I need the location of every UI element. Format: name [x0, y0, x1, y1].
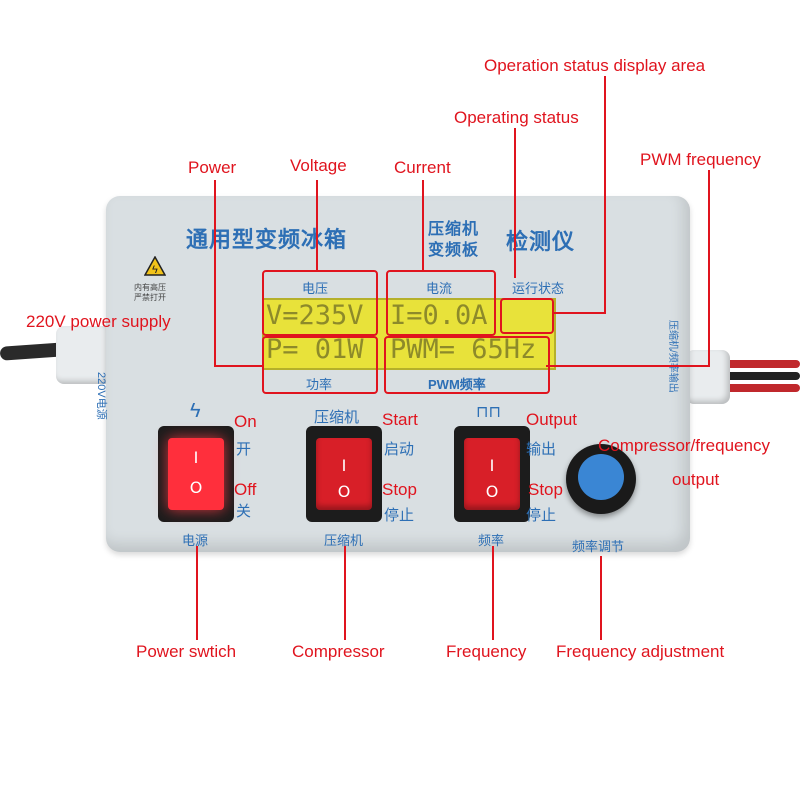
label-power-switch: Power swtich [136, 642, 237, 661]
lcd-footer-pwm: PWM频率 [428, 377, 486, 392]
label-output: Output [526, 410, 578, 429]
status-box [500, 298, 554, 334]
knob-cap [578, 454, 624, 500]
label-frequency: Frequency [446, 642, 527, 661]
compressor-top-cn: 压缩机 [314, 409, 360, 426]
frequency-off-mark: O [485, 482, 499, 501]
lcd-power-reading: P= 01W [266, 334, 364, 365]
lcd-voltage-reading: V=235V [266, 300, 364, 331]
compressor-on-mark: I [341, 456, 347, 475]
current-box [386, 270, 496, 336]
pwm-box [384, 336, 550, 394]
label-220v-supply: 220V power supply [26, 312, 171, 331]
frequency-switch[interactable]: I O [464, 438, 520, 510]
power-caption-cn: 电源 [182, 533, 209, 548]
warning-text-line1: 内有高压 [134, 283, 166, 292]
label-on: On [234, 412, 257, 431]
frequency-caption-cn: 频率 [478, 533, 505, 548]
compressor-start-cn: 启动 [384, 441, 415, 458]
leader-power-switch [196, 546, 198, 640]
side-text-output: 压缩机/频率输出 [667, 320, 678, 393]
left-cable-gland [56, 326, 112, 384]
device-title-left: 通用型变频冰箱 [186, 227, 348, 253]
label-off: Off [234, 480, 257, 499]
leader-power-h [214, 365, 262, 367]
high-voltage-warning-icon: ϟ [143, 255, 167, 276]
frequency-adjust-knob[interactable] [566, 444, 636, 514]
leader-power-v [214, 180, 216, 366]
lcd-footer-power: 功率 [306, 377, 333, 392]
device-title-mid-top: 压缩机 [428, 219, 480, 238]
lcd-header-current: 电流 [426, 281, 453, 296]
lcd-display: V=235V I=0.0A P= 01W PWM= 65Hz [262, 298, 556, 370]
leader-compressor [344, 546, 346, 640]
leader-voltage [316, 180, 318, 270]
leader-operating-status [514, 128, 516, 278]
leader-operation-area [604, 76, 606, 314]
device-title-right: 检测仪 [506, 229, 576, 255]
output-cable-black [720, 372, 800, 380]
leader-pwm-h [546, 365, 710, 367]
warning-text-line2: 严禁打开 [134, 293, 166, 302]
label-operating-status: Operating status [454, 108, 579, 127]
power-on-mark: I [193, 448, 199, 467]
power-lightning-icon: ϟ [190, 400, 201, 422]
power-off-mark: O [189, 478, 203, 497]
lcd-pwm-reading: PWM= 65Hz [390, 334, 537, 365]
leader-frequency-adjust [600, 556, 602, 640]
label-compressor-frequency-output-2: output [672, 470, 720, 489]
label-power: Power [188, 158, 237, 177]
svg-text:ϟ: ϟ [152, 264, 158, 276]
power-off-cn: 关 [236, 503, 252, 520]
label-compressor: Compressor [292, 642, 385, 661]
frequency-output-cn: 输出 [526, 441, 557, 458]
power-switch[interactable]: I O [168, 438, 224, 510]
lcd-header-status: 运行状态 [512, 281, 565, 296]
label-stop-compressor: Stop [382, 480, 417, 499]
pulse-icon: ⊓⊓ [476, 404, 501, 421]
knob-caption-cn: 频率调节 [572, 539, 625, 554]
power-on-cn: 开 [236, 441, 252, 458]
lcd-current-reading: I=0.0A [390, 300, 488, 331]
compressor-off-mark: O [337, 482, 351, 501]
device-title-mid-bottom: 变频板 [428, 240, 480, 259]
output-cable-red [720, 360, 800, 368]
frequency-stop-cn: 停止 [526, 507, 557, 524]
leader-operation-area-h [552, 312, 606, 314]
label-current: Current [394, 158, 451, 177]
side-text-220v: 220V电源 [95, 372, 107, 420]
output-cable-red-2 [720, 384, 800, 392]
label-voltage: Voltage [290, 156, 347, 175]
power-box [262, 336, 378, 394]
compressor-switch[interactable]: I O [316, 438, 372, 510]
label-operation-status-area: Operation status display area [484, 56, 706, 75]
compressor-caption-cn: 压缩机 [324, 533, 364, 548]
label-frequency-adjustment: Frequency adjustment [556, 642, 725, 661]
label-start: Start [382, 410, 418, 429]
lcd-header-voltage: 电压 [302, 281, 329, 296]
leader-frequency [492, 546, 494, 640]
compressor-stop-cn: 停止 [384, 507, 415, 524]
leader-pwm-v [708, 170, 710, 366]
label-pwm-frequency: PWM frequency [640, 150, 761, 169]
leader-current [422, 180, 424, 270]
voltage-box [262, 270, 378, 336]
frequency-on-mark: I [489, 456, 495, 475]
label-stop-frequency: Stop [528, 480, 563, 499]
label-compressor-frequency-output-1: Compressor/frequency [598, 436, 770, 455]
